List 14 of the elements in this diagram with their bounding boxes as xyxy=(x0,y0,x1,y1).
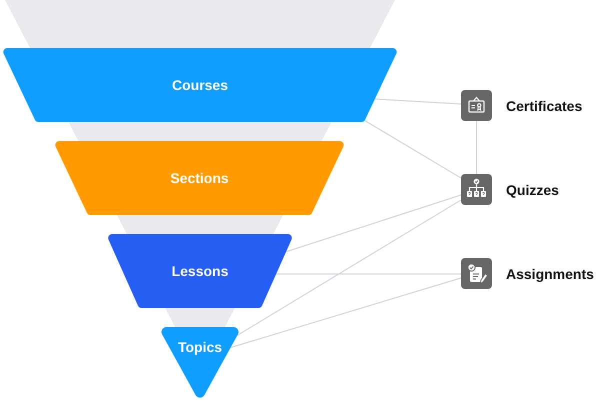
connector-line xyxy=(276,273,462,274)
connector-line xyxy=(364,120,462,178)
connector-line xyxy=(374,98,462,104)
tier-label: Topics xyxy=(178,339,222,355)
feature-label: Quizzes xyxy=(506,182,559,198)
tier-label: Sections xyxy=(170,170,229,186)
feature-label: Certificates xyxy=(506,98,582,114)
feature-label: Assignments xyxy=(506,266,594,282)
connector-line xyxy=(476,120,477,174)
tier-label: Courses xyxy=(172,77,228,93)
connector-line xyxy=(236,200,462,336)
connector-line xyxy=(230,278,462,348)
tier-label: Lessons xyxy=(172,263,228,279)
connector-line xyxy=(286,194,462,252)
